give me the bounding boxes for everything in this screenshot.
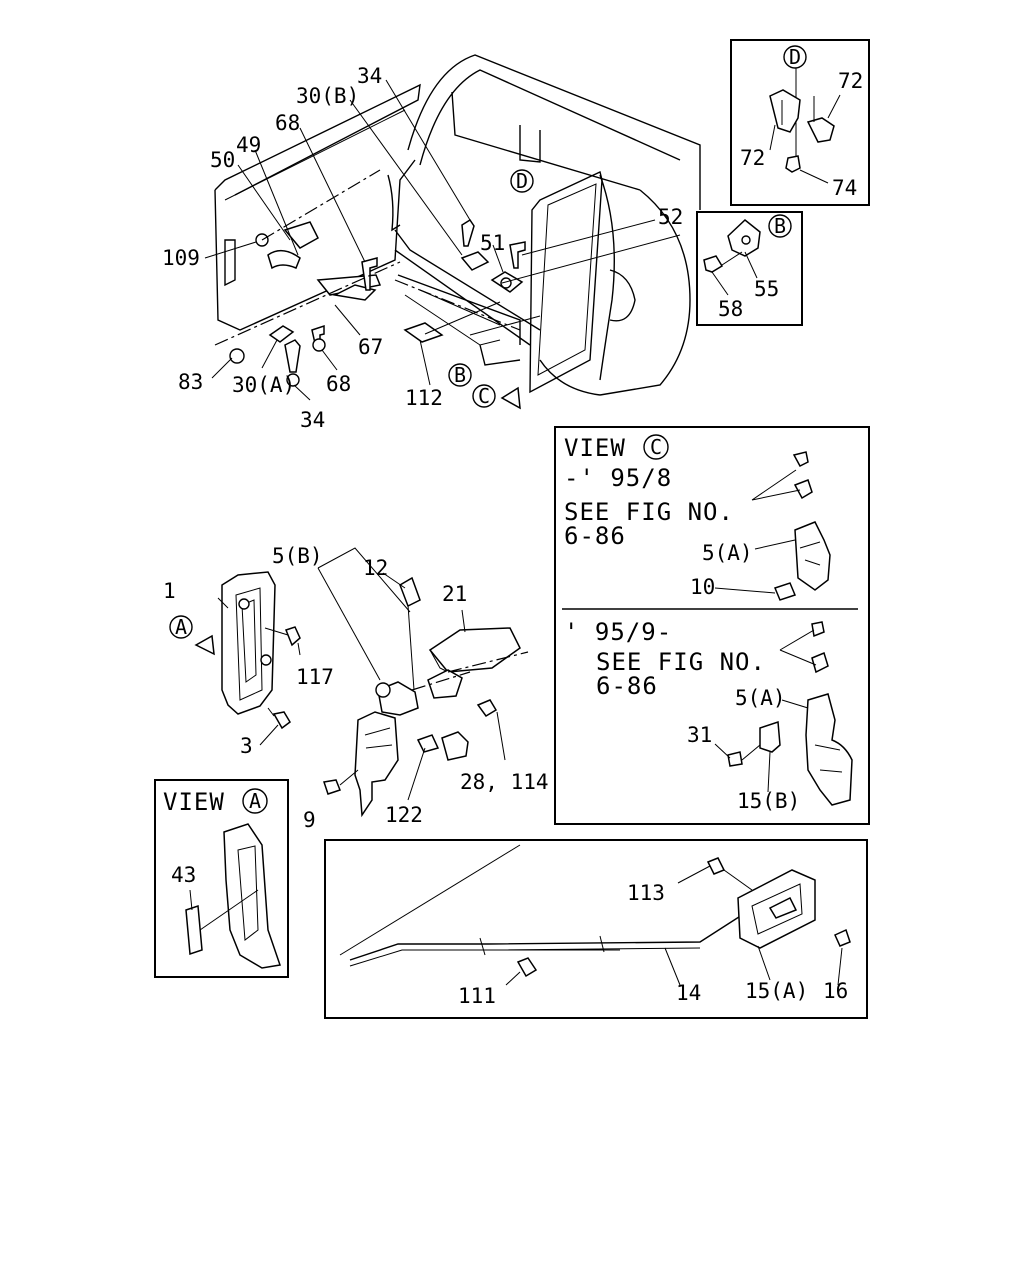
marker-a-latch: A [169,615,193,639]
view-a-box [154,779,289,978]
view-c-see-1b: 6-86 [564,522,626,550]
callout-112: 112 [405,386,443,410]
callout-72-right: 72 [838,69,863,93]
callout-68-top: 68 [275,111,300,135]
callout-55: 55 [754,277,779,301]
callout-5a-upper: 5(A) [702,541,753,565]
callout-58: 58 [718,297,743,321]
callout-83: 83 [178,370,203,394]
view-c-box [554,426,870,825]
detail-b-box [696,211,803,326]
svg-text:D: D [789,45,801,69]
callout-50: 50 [210,148,235,172]
callout-5a-lower: 5(A) [735,686,786,710]
leader-lines-top [204,79,681,401]
cable-handle-box [324,839,868,1019]
latch-assembly [194,547,529,818]
svg-text:D: D [516,169,528,193]
callout-labels: 34 30(B) 68 49 50 109 51 52 67 68 83 30(… [162,64,863,1008]
view-c-period-2: ' 95/9- [564,618,672,646]
svg-text:A: A [175,615,187,639]
view-c-arrow [500,386,521,410]
callout-9: 9 [303,808,316,832]
view-a-text: VIEW A [163,788,268,816]
marker-d-vehicle: D [510,169,534,193]
view-c-marker: C [650,435,662,459]
callout-14: 14 [676,981,701,1005]
callout-30b: 30(B) [296,84,359,108]
view-c-see-1a: SEE FIG NO. [564,498,734,526]
view-c-see-2b: 6-86 [596,672,658,700]
callout-3: 3 [240,734,253,758]
view-c-title: VIEW [564,434,626,462]
callout-74: 74 [832,176,857,200]
callout-117: 117 [296,665,334,689]
callout-28-114: 28, 114 [460,770,549,794]
callout-15a: 15(A) [745,979,808,1003]
marker-b-vehicle: B [448,363,472,387]
callout-43: 43 [171,863,196,887]
detail-d-box [730,39,870,206]
callout-30a: 30(A) [232,373,295,397]
callout-72-left: 72 [740,146,765,170]
view-c-text: VIEW C -' 95/8 SEE FIG NO. 6-86 ' 95/9- … [564,434,766,700]
svg-text:B: B [774,214,786,238]
callout-5b: 5(B) [272,544,323,568]
callout-113: 113 [627,881,665,905]
callout-49: 49 [236,133,261,157]
callout-16: 16 [823,979,848,1003]
callout-10: 10 [690,575,715,599]
callout-34-bottom: 34 [300,408,325,432]
callout-67: 67 [358,335,383,359]
view-c-period-1: -' 95/8 [564,464,672,492]
callout-122: 122 [385,803,423,827]
marker-c-vehicle: C [472,384,496,408]
svg-text:C: C [478,384,490,408]
view-a-title: VIEW [163,788,225,816]
callout-15b: 15(B) [737,789,800,813]
view-c-see-2a: SEE FIG NO. [596,648,766,676]
callout-21: 21 [442,582,467,606]
marker-d-top: D [783,45,807,69]
callout-51: 51 [480,231,505,255]
callout-111: 111 [458,984,496,1008]
callout-52: 52 [658,205,683,229]
callout-12: 12 [363,556,388,580]
callout-68-bottom: 68 [326,372,351,396]
svg-text:B: B [454,363,466,387]
marker-b-detail: B [768,214,792,238]
callout-31: 31 [687,723,712,747]
callout-109: 109 [162,246,200,270]
callout-1: 1 [163,579,176,603]
vehicle-rear-illustration [214,54,701,396]
view-a-marker: A [249,789,261,813]
callout-34-top: 34 [357,64,382,88]
